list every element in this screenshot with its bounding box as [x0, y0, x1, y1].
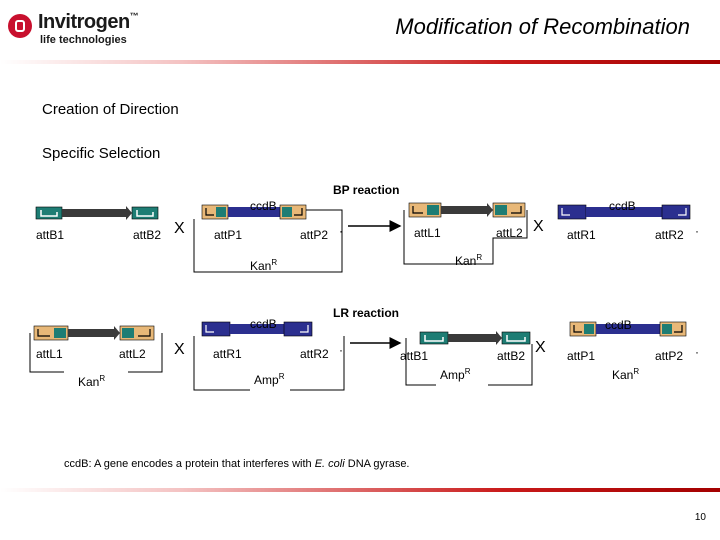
site-label: attL1 [36, 347, 63, 361]
recombination-cross: X [535, 339, 546, 356]
site-label: attB2 [133, 228, 162, 242]
resistance-marker-label: AmpR [254, 372, 285, 387]
entry-clone-backbone [29, 333, 163, 373]
footer-divider [0, 488, 720, 492]
recombination-cross: X [174, 220, 185, 237]
attL2-site-icon [492, 202, 526, 218]
entry-clone-backbone [403, 210, 528, 265]
ccdB-gene-icon [228, 207, 280, 217]
attB1-site-icon [419, 331, 449, 345]
ccdB-label: ccdB [605, 318, 632, 332]
expression-clone-backbone [405, 338, 533, 386]
page-title: Modification of Recombination [395, 14, 690, 39]
attP2-site-icon [279, 204, 307, 220]
separator-dot: · [695, 345, 699, 359]
site-label: attR2 [655, 228, 684, 242]
resistance-marker-label: AmpR [440, 367, 471, 382]
ccdB-gene-icon [586, 207, 662, 217]
resistance-marker-label: KanR [250, 258, 278, 273]
attP2-site-icon [659, 321, 687, 337]
site-label: attB2 [497, 349, 526, 363]
site-label: attP1 [214, 228, 243, 242]
destination-vector-backbone [193, 336, 345, 391]
invitrogen-logo-icon [8, 14, 32, 38]
attR1-site-icon [201, 321, 231, 337]
attP1-site-icon [569, 321, 597, 337]
resistance-marker-label: KanR [612, 367, 640, 382]
gene-of-interest-icon [68, 329, 114, 337]
site-label: attL1 [414, 226, 441, 240]
attR2-site-icon [661, 204, 691, 220]
header-divider [0, 60, 720, 64]
site-label: attP2 [300, 228, 329, 242]
attL1-site-icon [408, 202, 442, 218]
gene-of-interest-icon [448, 334, 496, 342]
brand-name: Invitrogen™ [38, 11, 139, 33]
page-number: 10 [694, 512, 706, 523]
heading-creation-of-direction: Creation of Direction [42, 101, 179, 118]
site-label: attP2 [655, 349, 684, 363]
attL1-site-icon [33, 325, 69, 341]
recombination-cross: X [174, 341, 185, 358]
site-label: attL2 [119, 347, 146, 361]
site-label: attP1 [567, 349, 596, 363]
ccdB-label: ccdB [250, 199, 277, 213]
attL2-site-icon [119, 325, 155, 341]
attR1-site-icon [557, 204, 587, 220]
site-label: attB1 [36, 228, 65, 242]
site-label: attL2 [496, 226, 523, 240]
donor-vector-backbone [193, 219, 343, 273]
gene-of-interest-icon [62, 209, 126, 217]
attB2-site-icon [131, 206, 159, 220]
ccdB-label: ccdB [250, 317, 277, 331]
attR2-site-icon [283, 321, 313, 337]
separator-dot: · [339, 224, 343, 238]
recombination-cross: X [533, 218, 544, 235]
site-label: attB1 [400, 349, 429, 363]
site-label: attR2 [300, 347, 329, 361]
attB2-site-icon [501, 331, 531, 345]
brand-tagline: life technologies [40, 34, 127, 46]
lr-reaction-label: LR reaction [333, 306, 400, 320]
gene-arrow-icon [126, 206, 132, 220]
ccdB-label: ccdB [609, 199, 636, 213]
ccdB-gene-icon [230, 324, 284, 334]
bp-reaction-label: BP reaction [333, 183, 400, 197]
resistance-marker-label: KanR [78, 374, 106, 389]
attP1-site-icon [201, 204, 229, 220]
site-label: attR1 [567, 228, 596, 242]
separator-dot: · [695, 224, 699, 238]
site-label: attR1 [213, 347, 242, 361]
ccdB-gene-icon [596, 324, 660, 334]
separator-dot: · [339, 343, 343, 357]
heading-specific-selection: Specific Selection [42, 145, 161, 162]
resistance-marker-label: KanR [455, 253, 483, 268]
attB1-site-icon [35, 206, 63, 220]
ccdB-footnote: ccdB: A gene encodes a protein that inte… [64, 458, 410, 470]
gene-of-interest-icon [441, 206, 487, 214]
